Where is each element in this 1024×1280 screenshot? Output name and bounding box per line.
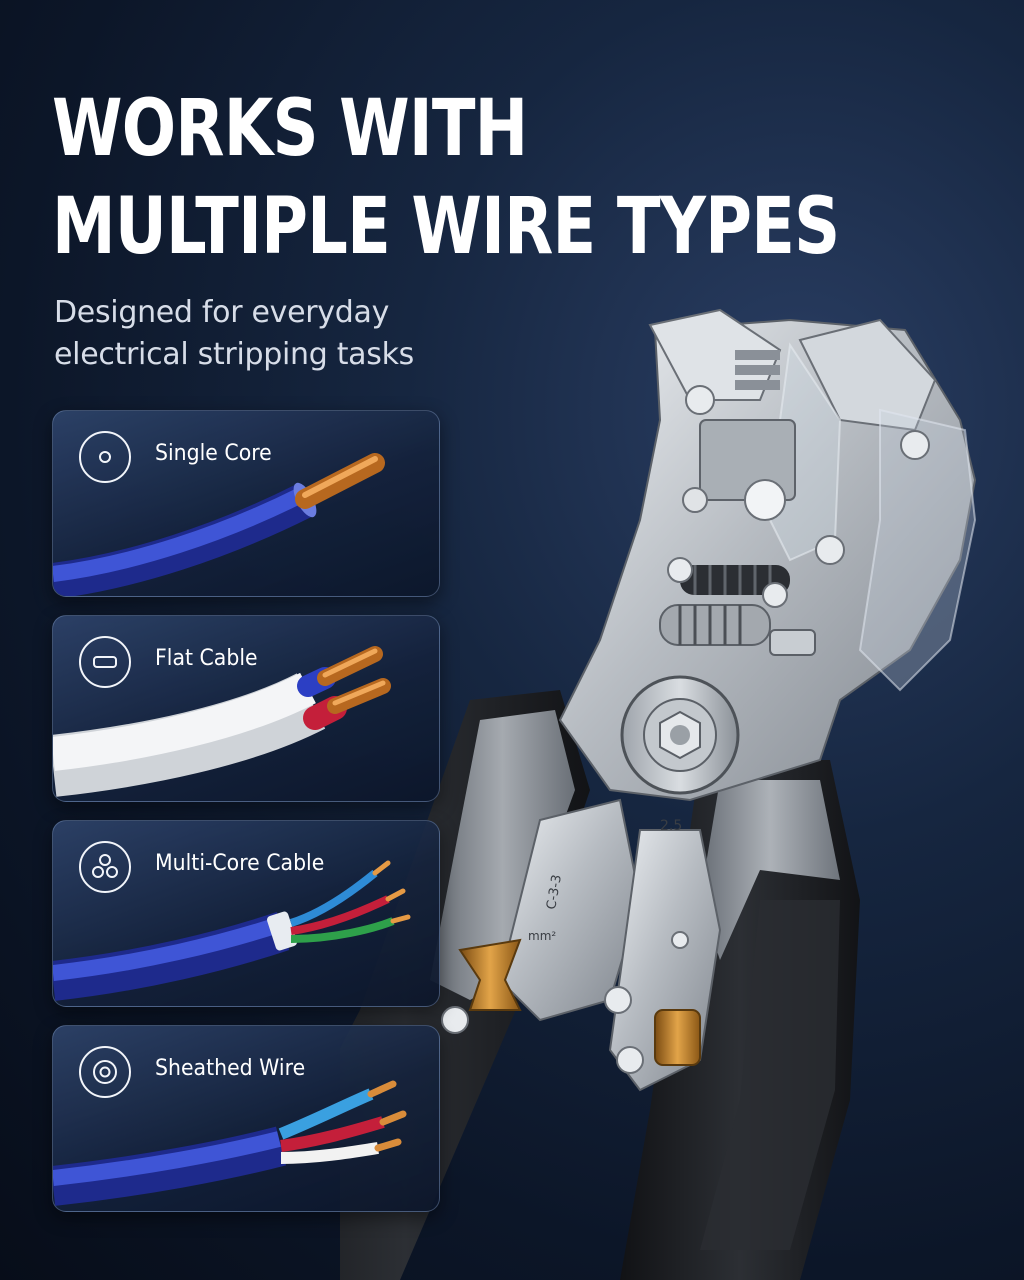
sheathed-wire-icon <box>79 1046 131 1098</box>
wire-stripper-image: 2.5 C-3-3 mm² <box>340 308 977 1280</box>
card-label-single-core: Single Core <box>155 441 272 466</box>
subtitle-line-1: Designed for everyday <box>54 295 390 330</box>
card-label-flat-cable: Flat Cable <box>155 646 258 671</box>
headline-line-1: WORKS WITH <box>52 84 528 174</box>
tool-unit: mm² <box>528 929 556 943</box>
single-core-icon <box>79 431 131 483</box>
flat-cable-wire-image <box>53 646 391 797</box>
card-flat-cable: Flat Cable <box>52 615 440 802</box>
subtitle-line-2: electrical stripping tasks <box>54 337 414 372</box>
tool-scale-1: 2.5 <box>660 818 682 834</box>
flat-cable-icon <box>79 636 131 688</box>
card-multi-core-cable: Multi-Core Cable <box>52 820 440 1007</box>
single-core-wire-image <box>53 453 385 596</box>
sheathed-wire-image <box>53 1080 407 1206</box>
multi-core-wire-image <box>53 860 411 1001</box>
multi-core-icon <box>79 841 131 893</box>
card-sheathed-wire: Sheathed Wire <box>52 1025 440 1212</box>
card-label-multi-core-cable: Multi-Core Cable <box>155 851 325 876</box>
headline: WORKS WITH MULTIPLE WIRE TYPES <box>52 80 840 276</box>
headline-line-2: MULTIPLE WIRE TYPES <box>52 182 840 272</box>
card-single-core: Single Core <box>52 410 440 597</box>
card-label-sheathed-wire: Sheathed Wire <box>155 1056 306 1081</box>
tool-scale-2: C-3-3 <box>544 874 565 911</box>
subtitle: Designed for everyday electrical strippi… <box>54 292 414 376</box>
